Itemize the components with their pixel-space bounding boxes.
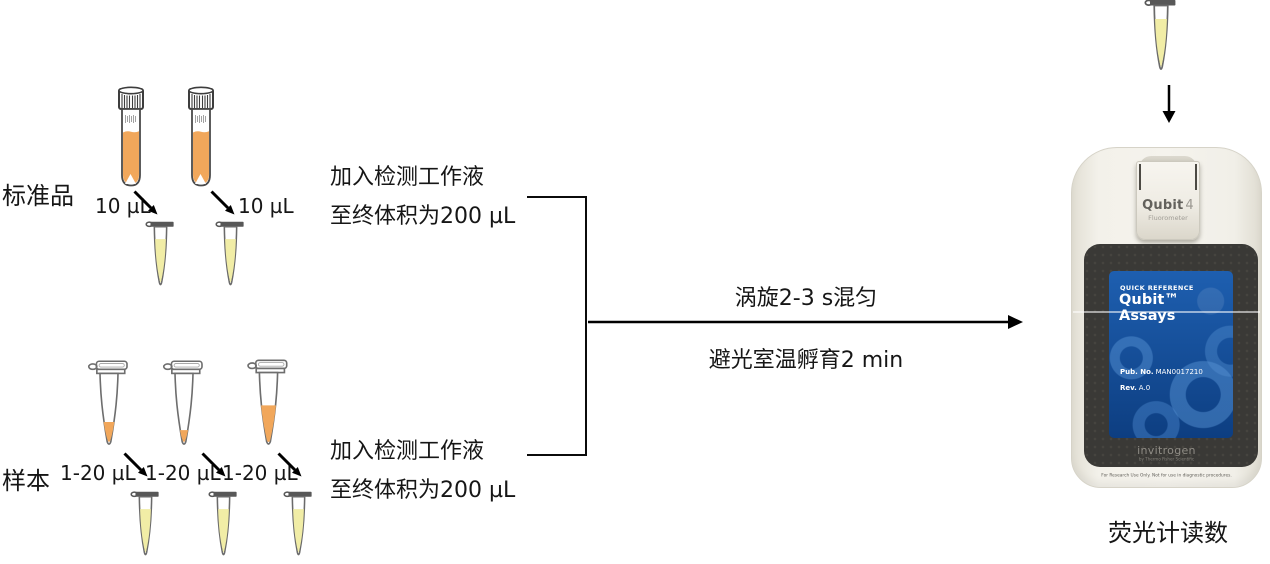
tube-cap: [150, 221, 174, 227]
merge-bracket: [527, 196, 587, 456]
device-front-panel: QUICK REFERENCE Qubit™ Assays Pub. No.MA…: [1084, 244, 1258, 467]
standard-volume-label-2: 10 µL: [238, 194, 294, 218]
incubate-caption: 避光室温孵育2 min: [708, 348, 904, 373]
cap-tab: [130, 491, 139, 498]
assay-tube: [145, 221, 174, 286]
tube-body: [174, 372, 194, 445]
graduation-marks: [125, 115, 136, 123]
standard-tube-2: [188, 86, 214, 187]
cap-top: [188, 86, 214, 95]
assay-liquid: [140, 509, 151, 553]
screen-pub-number: Pub. No.MAN0017210: [1120, 368, 1203, 376]
assay-liquid: [218, 509, 229, 553]
tube-cap: [288, 491, 312, 497]
rev-label: Rev.: [1120, 384, 1137, 392]
liquid-notch: [195, 174, 206, 184]
rev-value: A.0: [1138, 384, 1151, 392]
tube-body: [99, 372, 119, 445]
screen-eyebrow: QUICK REFERENCE: [1120, 284, 1194, 292]
assay-tube: [283, 491, 312, 556]
reflection-line: [1073, 311, 1260, 313]
assay-liquid: [155, 239, 166, 283]
cap-inner: [98, 363, 125, 368]
cap-hinge: [162, 363, 173, 371]
screen-revision: Rev.A.0: [1120, 384, 1150, 392]
assay-tube: [208, 491, 237, 556]
transfer-arrow-icon: [123, 452, 148, 477]
add-working-solution-line1: 加入检测工作液: [330, 439, 485, 464]
cap-inner: [173, 363, 200, 368]
lid-brand-text: Qubit: [1142, 198, 1184, 213]
cap-ridges: [121, 94, 141, 109]
assay-tube-final: [1144, 0, 1176, 70]
transfer-arrow-icon: [133, 190, 158, 215]
samples-label: 样本: [2, 467, 50, 495]
tube-cap: [213, 491, 237, 497]
assay-liquid: [293, 509, 304, 553]
open-cap: [254, 359, 288, 370]
assay-tube: [130, 491, 159, 556]
down-arrow-icon: [1162, 85, 1176, 123]
pub-value: MAN0017210: [1155, 368, 1203, 376]
liquid-notch: [125, 174, 136, 184]
lid-subtitle: Fluorometer: [1148, 214, 1188, 222]
cap-hinge: [247, 362, 258, 370]
transfer-arrow-icon: [201, 452, 226, 477]
add-working-solution-bottom: 加入检测工作液 至终体积为200 µL: [330, 432, 515, 510]
cap-tab: [283, 491, 292, 498]
device-screen: QUICK REFERENCE Qubit™ Assays Pub. No.MA…: [1109, 271, 1233, 438]
cap-tab: [1144, 0, 1153, 6]
sample-volume-label-3: 1-20 µL: [222, 461, 298, 485]
transfer-arrow-icon: [210, 190, 235, 215]
cap-tab: [208, 491, 217, 498]
standard-tube-1: [118, 86, 144, 187]
standards-label: 标准品: [2, 182, 74, 210]
sample-volume-label-2: 1-20 µL: [145, 461, 221, 485]
pub-label: Pub. No.: [1120, 368, 1154, 376]
cap-inner: [258, 362, 285, 367]
sample-liquid: [179, 430, 189, 443]
fluorometer-reading-label: 荧光计读数: [1108, 519, 1228, 547]
cap-tab: [145, 221, 154, 228]
sample-liquid: [261, 405, 276, 443]
invitrogen-logo: invitrogen: [1137, 444, 1196, 457]
lid-hinge-line: [1195, 164, 1197, 190]
assay-liquid: [1155, 19, 1167, 67]
sample-liquid: [103, 422, 115, 443]
add-working-solution-line2: 至终体积为200 µL: [330, 204, 516, 229]
add-working-solution-top: 加入检测工作液 至终体积为200 µL: [330, 158, 515, 236]
assay-liquid: [225, 239, 236, 283]
cap-top: [118, 86, 144, 95]
transfer-arrow-icon: [277, 452, 302, 477]
tube-cap: [220, 221, 244, 227]
lid-model-text: 4: [1185, 198, 1194, 213]
add-working-solution-line1: 加入检测工作液: [330, 165, 485, 190]
add-working-solution-line2: 至终体积为200 µL: [330, 478, 516, 503]
sample-tube-1: [87, 360, 128, 445]
open-cap: [95, 360, 128, 371]
sample-volume-label-1: 1-20 µL: [60, 461, 136, 485]
assay-tube: [215, 221, 244, 286]
tube-cap: [1149, 0, 1176, 6]
device-disclaimer: For Research Use Only. Not for use in di…: [1101, 473, 1232, 479]
graduation-marks: [195, 115, 206, 123]
cap-tab: [215, 221, 224, 228]
cap-hinge: [87, 363, 98, 371]
standard-liquid: [123, 131, 139, 184]
lid-hinge-line: [1139, 164, 1141, 190]
invitrogen-logo-subtext: by Thermo Fisher Scientific: [1138, 457, 1195, 462]
vortex-caption: 涡旋2-3 s混匀: [734, 286, 878, 311]
process-arrow-icon: [588, 315, 1023, 329]
sample-tube-3: [247, 359, 288, 445]
open-cap: [170, 360, 203, 371]
screen-title: Qubit™ Assays: [1119, 292, 1180, 324]
cap-ridges: [191, 94, 211, 109]
sample-tube-2: [162, 360, 203, 445]
tube-cap: [135, 491, 159, 497]
standard-liquid: [193, 131, 209, 184]
